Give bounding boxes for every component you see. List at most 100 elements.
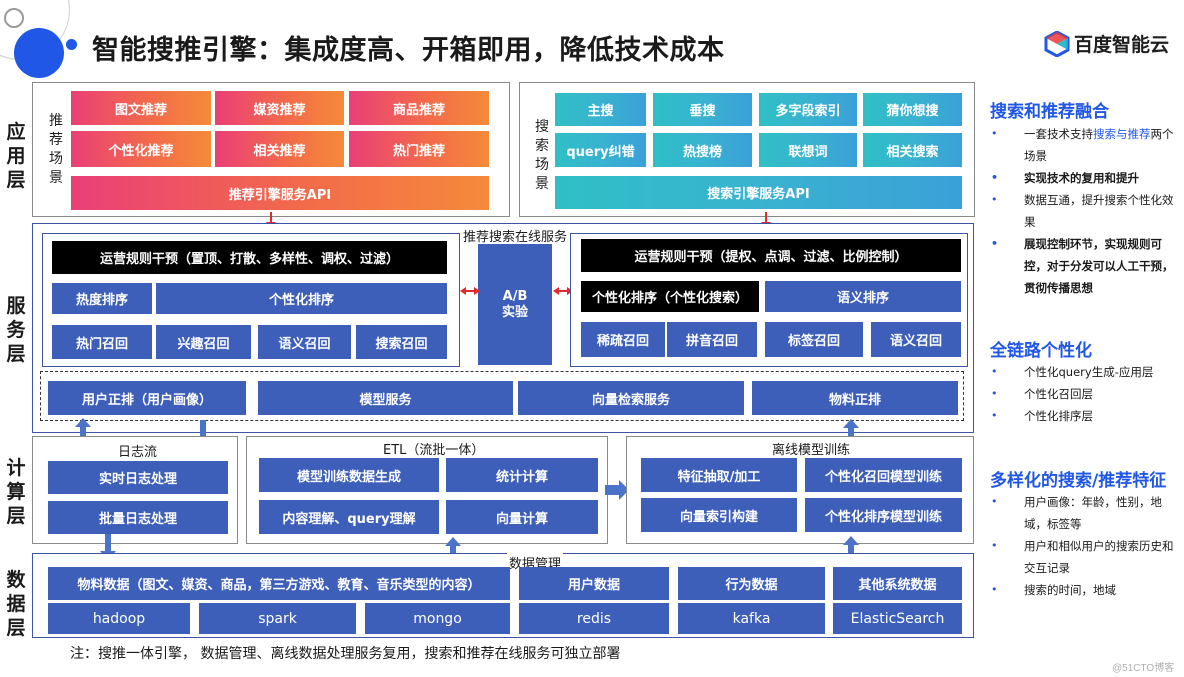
sidebar-heading-1: 搜索和推荐融合 [990,102,1109,122]
cloud-logo-icon [1044,30,1070,57]
search-recall-4: 语义召回 [871,322,961,357]
rec-recall-1: 热门召回 [52,325,152,359]
sidebar-list-2: •个性化query生成-应用层 •个性化召回层 •个性化排序层 [990,361,1180,427]
bullet-icon: • [991,387,998,400]
offline-box-4: 个性化排序模型训练 [805,498,962,532]
sidebar-item: •数据互通，提升搜索个性化效果 [990,189,1180,233]
search-box-7: 联想词 [759,133,857,167]
offline-box-1: 特征抽取/加工 [641,458,797,492]
data-box-other: 其他系统数据 [833,567,962,600]
search-box-5: query纠错 [555,133,646,167]
shared-box-1: 用户正排（用户画像） [48,381,246,415]
rec-box-5: 相关推荐 [215,131,344,167]
bullet-icon: • [991,237,999,250]
bullet-icon: • [991,365,998,378]
tech-box-elasticsearch: ElasticSearch [833,603,962,634]
rec-rule-box: 运营规则干预（置顶、打散、多样性、调权、过滤） [52,241,447,274]
bullet-icon: • [991,409,998,422]
sidebar-list-1: •一套技术支持搜索与推荐两个场景 •实现技术的复用和提升 •数据互通，提升搜索个… [990,123,1180,299]
brand-logo: 百度智能云 [1044,30,1169,57]
rec-scenario-label: 推荐场景 [49,113,63,186]
sidebar-item: •一套技术支持搜索与推荐两个场景 [990,123,1180,167]
logo-text: 百度智能云 [1074,34,1170,56]
arrow-up-icon [75,418,91,448]
sidebar-item: •用户和相似用户的搜索历史和交互记录 [990,535,1180,579]
footnote: 注：搜推一体引擎， 数据管理、离线数据处理服务复用，搜索和推荐在线服务可独立部署 [70,646,621,662]
search-box-2: 垂搜 [653,93,752,126]
tech-box-mongo: mongo [365,603,510,634]
search-recall-1: 稀疏召回 [581,322,665,357]
arrow-up-icon [445,537,461,563]
tech-box-redis: redis [519,603,669,634]
decorative-blue-dot [66,39,77,50]
search-recall-2: 拼音召回 [667,322,757,357]
bullet-icon: • [991,193,998,206]
rec-box-3: 商品推荐 [349,91,489,125]
search-api-box: 搜索引擎服务API [555,176,962,209]
layer-label-data: 数据层 [6,569,26,639]
sidebar-item: •搜索的时间，地域 [990,579,1180,601]
circle-ring-icon [4,8,24,28]
sidebar-heading-2: 全链路个性化 [990,341,1092,361]
layer-label-service: 服务层 [6,295,26,365]
data-box-user: 用户数据 [519,567,669,600]
arrow-up-icon [843,419,859,441]
tech-box-spark: spark [199,603,356,634]
watermark: @51CTO博客 [1112,663,1175,674]
log-box-2: 批量日志处理 [48,501,228,534]
tech-box-kafka: kafka [678,603,825,634]
rec-recall-4: 搜索召回 [356,325,447,359]
layer-label-compute: 计算层 [6,457,26,527]
bullet-icon: • [991,127,998,140]
offline-training-title: 离线模型训练 [772,443,851,458]
search-box-3: 多字段索引 [759,93,857,126]
arrow-up-icon [843,536,859,558]
offline-box-2: 个性化召回模型训练 [805,458,962,492]
decorative-blue-circle [14,28,64,78]
data-box-behavior: 行为数据 [678,567,825,600]
rec-box-2: 媒资推荐 [215,91,344,125]
search-box-1: 主搜 [555,93,646,126]
arrow-right-icon [605,480,629,500]
etl-title: ETL（流批一体） [383,443,485,458]
sidebar-item: •个性化query生成-应用层 [990,361,1180,383]
search-scenario-label: 搜索场景 [535,119,549,192]
search-recall-3: 标签召回 [765,322,863,357]
ab-test-line2: 实验 [501,304,528,320]
tech-box-hadoop: hadoop [48,603,190,634]
bullet-icon: • [991,583,998,596]
search-box-4: 猜你想搜 [863,93,962,126]
sidebar-list-3: •用户画像：年龄，性别，地域，标签等 •用户和相似用户的搜索历史和交互记录 •搜… [990,491,1180,601]
sidebar-item: •实现技术的复用和提升 [990,167,1180,189]
rec-recall-3: 语义召回 [258,325,351,359]
etl-box-4: 向量计算 [446,500,598,534]
bullet-icon: • [991,171,999,184]
rec-box-1: 图文推荐 [71,91,211,125]
rec-box-4: 个性化推荐 [71,131,211,167]
rec-recall-2: 兴趣召回 [156,325,251,359]
double-arrow-icon [460,287,480,295]
sidebar-item: •用户画像：年龄，性别，地域，标签等 [990,491,1180,535]
sidebar-item: •展现控制环节，实现规则可控，对于分发可以人工干预，贯彻传播思想 [990,233,1180,299]
log-stream-title: 日志流 [118,445,158,460]
layer-label-app: 应用层 [6,121,26,191]
search-box-6: 热搜榜 [653,133,752,167]
sidebar-heading-3: 多样化的搜索/推荐特征 [990,471,1167,491]
sidebar-item: •个性化召回层 [990,383,1180,405]
shared-box-3: 向量检索服务 [518,381,744,415]
ab-test-line1: A/B [502,288,528,304]
rec-personal-sort-box: 个性化排序 [156,283,447,314]
rec-box-6: 热门推荐 [349,131,489,167]
sidebar-item: •个性化排序层 [990,405,1180,427]
search-box-8: 相关搜索 [863,133,962,167]
online-service-title: 推荐搜索在线服务 [461,226,570,245]
shared-box-4: 物料正排 [752,381,958,415]
ab-test-box: A/B 实验 [478,244,552,365]
page-title: 智能搜推引擎：集成度高、开箱即用，降低技术成本 [92,35,725,66]
search-semantic-sort-box: 语义排序 [765,281,961,312]
rec-api-box: 推荐引擎服务API [71,176,489,210]
shared-box-2: 模型服务 [258,381,513,415]
rec-heat-sort-box: 热度排序 [52,283,152,314]
etl-box-2: 统计计算 [446,458,598,492]
search-rule-box: 运营规则干预（提权、点调、过滤、比例控制） [581,239,961,272]
